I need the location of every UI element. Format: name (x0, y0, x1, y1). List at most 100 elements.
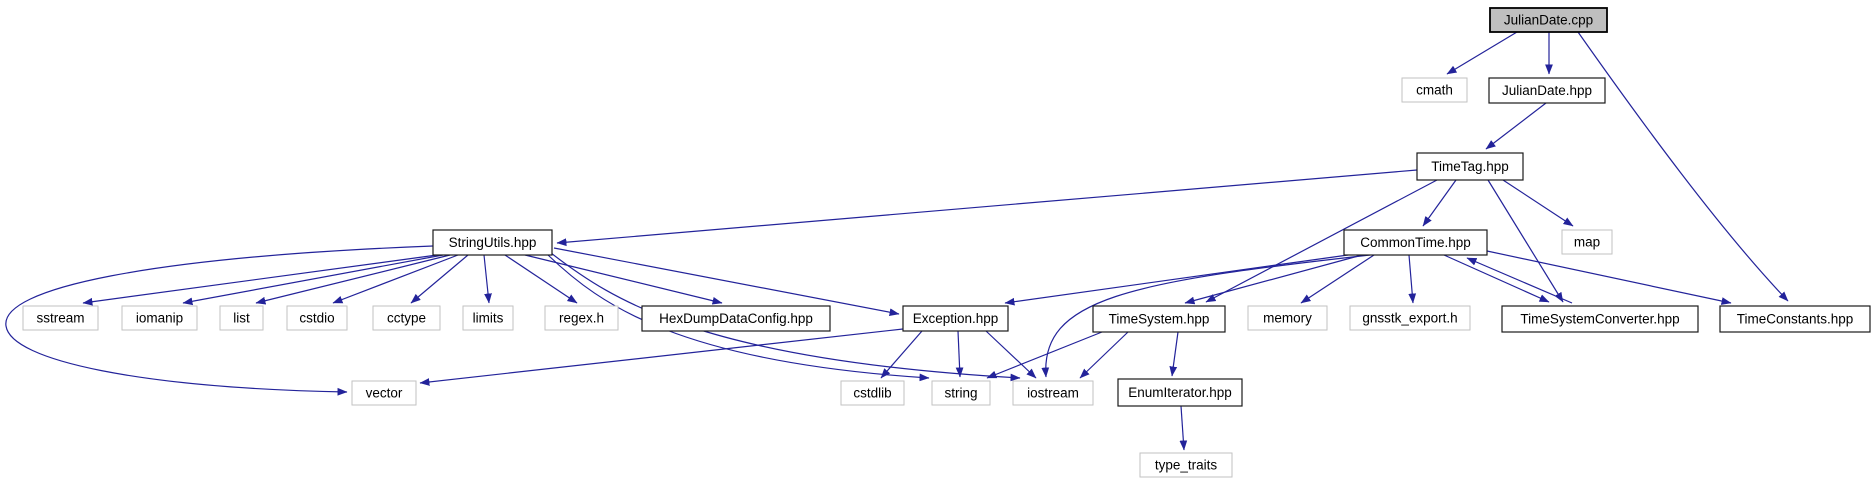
node-map: map (1561, 229, 1613, 255)
edge-timesystem-hpp-to-string (986, 331, 1103, 379)
node-exception-hpp[interactable]: Exception.hpp (902, 305, 1009, 332)
edge-timetag-hpp-to-stringutils-hpp (556, 169, 1418, 247)
node-tsc-hpp[interactable]: TimeSystemConverter.hpp (1501, 305, 1699, 333)
node-juliandate-cpp: JulianDate.cpp (1489, 7, 1608, 33)
edge-timesystem-hpp-to-enumiterator-hpp (1169, 331, 1179, 377)
node-box-enumiterator-hpp[interactable] (1117, 378, 1243, 407)
edge-stringutils-hpp-to-exception-hpp (553, 247, 900, 317)
node-label-cctype: cctype (387, 311, 426, 326)
node-label-iomanip: iomanip (136, 311, 183, 326)
node-cstdlib: cstdlib (840, 380, 905, 406)
node-box-limits (462, 305, 514, 331)
node-box-gnsstk-export-h (1349, 305, 1471, 331)
edge-timetag-hpp-to-tsc-hpp (1487, 179, 1564, 303)
edge-timesystem-hpp-to-iostream (1079, 331, 1129, 379)
node-commontime-hpp[interactable]: CommonTime.hpp (1343, 229, 1488, 256)
edge-stringutils-hpp-to-sstream (82, 254, 438, 306)
edges-layer (5, 31, 1789, 451)
edge-exception-hpp-to-vector (419, 328, 904, 386)
node-enumiterator-hpp[interactable]: EnumIterator.hpp (1117, 378, 1243, 407)
node-box-sstream (22, 305, 99, 331)
edge-stringutils-hpp-to-iomanip (182, 254, 444, 306)
node-box-type-traits (1139, 452, 1233, 478)
node-box-tsc-hpp[interactable] (1501, 305, 1699, 333)
node-label-limits: limits (473, 311, 504, 326)
edge-commontime-hpp-to-gnsstk-export-h (1408, 254, 1417, 304)
node-box-timesystem-hpp[interactable] (1092, 305, 1226, 333)
node-label-commontime-hpp: CommonTime.hpp (1360, 235, 1471, 250)
node-timetag-hpp[interactable]: TimeTag.hpp (1416, 152, 1524, 181)
node-label-timeconstants-hpp: TimeConstants.hpp (1737, 312, 1854, 327)
node-limits: limits (462, 305, 514, 331)
node-juliandate-hpp[interactable]: JulianDate.hpp (1488, 77, 1606, 104)
node-label-exception-hpp: Exception.hpp (913, 311, 999, 326)
node-label-sstream: sstream (36, 311, 84, 326)
node-box-iomanip (121, 305, 198, 331)
node-box-commontime-hpp[interactable] (1343, 229, 1488, 256)
edge-juliandate-cpp-to-cmath (1446, 31, 1518, 75)
edge-timetag-hpp-to-commontime-hpp (1422, 179, 1457, 227)
node-label-iostream: iostream (1027, 386, 1079, 401)
node-box-map (1561, 229, 1613, 255)
node-label-tsc-hpp: TimeSystemConverter.hpp (1520, 312, 1679, 327)
node-label-enumiterator-hpp: EnumIterator.hpp (1128, 385, 1232, 400)
node-label-string: string (944, 386, 977, 401)
node-label-cmath: cmath (1416, 83, 1453, 98)
node-vector: vector (351, 380, 417, 406)
node-cmath: cmath (1401, 77, 1468, 103)
node-label-cstdlib: cstdlib (853, 386, 891, 401)
node-label-cstdio: cstdio (299, 311, 334, 326)
node-hexdump-hpp[interactable]: HexDumpDataConfig.hpp (641, 305, 831, 332)
edge-stringutils-hpp-to-limits (483, 254, 492, 304)
node-label-regex-h: regex.h (559, 311, 604, 326)
edge-timetag-hpp-to-map (1502, 179, 1574, 227)
node-box-stringutils-hpp[interactable] (432, 229, 553, 256)
edge-timetag-hpp-to-timesystem-hpp (1205, 179, 1438, 303)
node-box-juliandate-cpp (1489, 7, 1608, 33)
node-box-regex-h (544, 305, 619, 331)
edge-stringutils-hpp-to-hexdump-hpp (524, 254, 723, 305)
node-timeconstants-hpp[interactable]: TimeConstants.hpp (1719, 305, 1871, 333)
node-box-list (219, 305, 264, 331)
node-box-timetag-hpp[interactable] (1416, 152, 1524, 181)
node-box-cmath (1401, 77, 1468, 103)
node-label-stringutils-hpp: StringUtils.hpp (449, 235, 537, 250)
node-box-timeconstants-hpp[interactable] (1719, 305, 1871, 333)
node-list: list (219, 305, 264, 331)
node-box-cstdio (286, 305, 348, 331)
node-label-juliandate-hpp: JulianDate.hpp (1502, 83, 1592, 98)
node-box-juliandate-hpp[interactable] (1488, 77, 1606, 104)
node-timesystem-hpp[interactable]: TimeSystem.hpp (1092, 305, 1226, 333)
node-label-memory: memory (1263, 311, 1312, 326)
node-memory: memory (1247, 305, 1328, 331)
node-box-cctype (372, 305, 441, 331)
edge-commontime-hpp-to-timesystem-hpp (1184, 254, 1363, 305)
node-box-cstdlib (840, 380, 905, 406)
node-box-hexdump-hpp[interactable] (641, 305, 831, 332)
edge-commontime-hpp-to-exception-hpp (1004, 254, 1349, 306)
node-box-exception-hpp[interactable] (902, 305, 1009, 332)
edge-commontime-hpp-to-iostream (1041, 254, 1371, 378)
edge-commontime-hpp-to-memory (1300, 254, 1375, 304)
node-label-timesystem-hpp: TimeSystem.hpp (1109, 312, 1210, 327)
node-label-vector: vector (366, 386, 403, 401)
node-string: string (931, 380, 991, 406)
node-cstdio: cstdio (286, 305, 348, 331)
node-iostream: iostream (1012, 380, 1094, 406)
edge-stringutils-hpp-to-list (255, 254, 451, 305)
edge-commontime-hpp-to-tsc-hpp (1443, 254, 1550, 303)
node-type-traits: type_traits (1139, 452, 1233, 478)
node-label-type-traits: type_traits (1155, 458, 1218, 473)
edge-stringutils-hpp-to-regex-h (504, 254, 578, 304)
node-iomanip: iomanip (121, 305, 198, 331)
edge-stringutils-hpp-to-cctype (410, 254, 469, 304)
node-stringutils-hpp[interactable]: StringUtils.hpp (432, 229, 553, 256)
node-box-memory (1247, 305, 1328, 331)
node-label-hexdump-hpp: HexDumpDataConfig.hpp (659, 311, 813, 326)
node-label-juliandate-cpp: JulianDate.cpp (1504, 13, 1593, 28)
node-label-map: map (1574, 235, 1600, 250)
node-gnsstk-export-h: gnsstk_export.h (1349, 305, 1471, 331)
edge-exception-hpp-to-iostream (985, 330, 1037, 379)
edge-exception-hpp-to-string (955, 330, 964, 378)
